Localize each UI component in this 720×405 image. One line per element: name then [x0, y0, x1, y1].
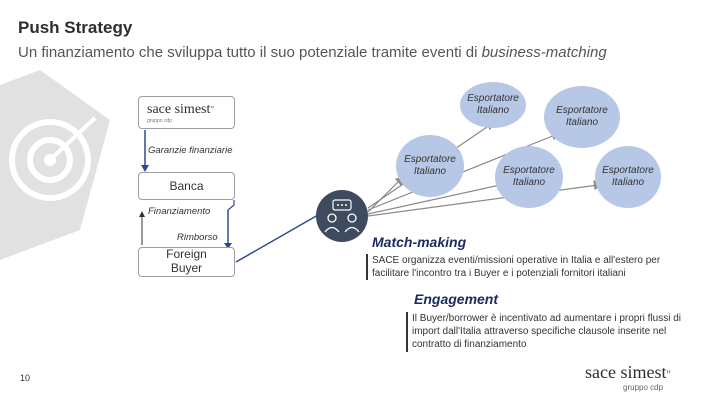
target-icon [0, 70, 110, 260]
esportatore-circle-2: Esportatore Italiano [544, 86, 620, 148]
footer-tagline: gruppo cdp [623, 383, 664, 392]
engagement-heading: Engagement [414, 291, 499, 307]
sace-simest-logo: sace simest'' gruppo cdp [138, 96, 235, 129]
esportatore-circle-5: Esportatore Italiano [595, 146, 661, 208]
meeting-icon [316, 190, 368, 242]
page-number: 10 [20, 373, 31, 383]
banca-label: Banca [169, 179, 204, 193]
garanzie-label: Garanzie finanziarie [148, 145, 233, 156]
banca-box: Banca [138, 172, 235, 200]
page-subtitle: Un finanziamento che sviluppa tutto il s… [18, 44, 607, 61]
foreign-buyer-label: Foreign Buyer [166, 247, 207, 275]
rimborso-label: Rimborso [177, 232, 218, 243]
footer-brand: sace simest [585, 362, 667, 382]
esportatore-circle-1: Esportatore Italiano [460, 82, 526, 128]
subtitle-text: Un finanziamento che sviluppa tutto il s… [18, 44, 482, 61]
page-title: Push Strategy [18, 18, 133, 37]
subtitle-italic-text: business-matching [481, 44, 607, 61]
esportatore-circle-4: Esportatore Italiano [495, 146, 563, 208]
footer-logo: sace simest'' gruppo cdp [585, 362, 671, 392]
match-making-heading: Match-making [372, 234, 467, 250]
engagement-text: Il Buyer/borrower è incentivato ad aumen… [412, 313, 682, 350]
foreign-buyer-box: Foreign Buyer [138, 247, 235, 277]
esportatore-circle-3: Esportatore Italiano [396, 135, 464, 197]
logo-brand: sace simest [147, 101, 211, 117]
finanziamento-label: Finanziamento [148, 206, 211, 217]
logo-tagline: gruppo cdp [147, 117, 173, 124]
engagement-bar [406, 312, 408, 352]
match-making-text: SACE organizza eventi/missioni operative… [372, 255, 661, 279]
match-making-bar [366, 254, 368, 280]
